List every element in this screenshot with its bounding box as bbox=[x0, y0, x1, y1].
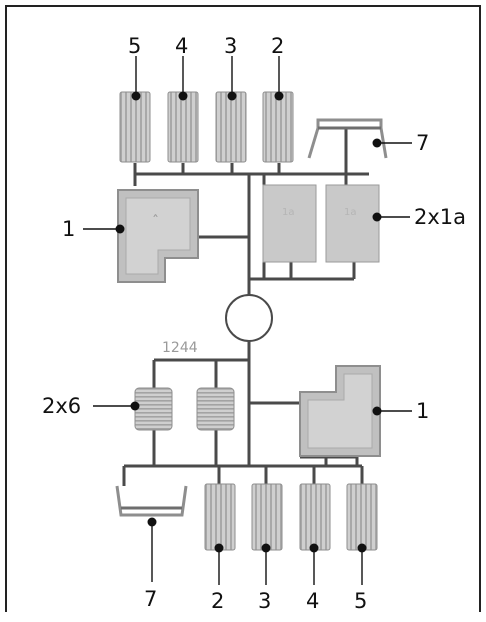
label-top-grill-4: 4 bbox=[175, 34, 188, 58]
svg-text:1a: 1a bbox=[344, 207, 357, 218]
bottom-sprue-runners bbox=[122, 341, 364, 486]
frame bbox=[5, 5, 481, 612]
sprue-hub bbox=[225, 294, 273, 342]
label-top-grill-2: 2 bbox=[271, 34, 284, 58]
label-bottom-large-panel: 1 bbox=[416, 399, 429, 423]
label-bottom-grill-3: 3 bbox=[258, 589, 271, 613]
label-bottom-grill-2: 2 bbox=[211, 589, 224, 613]
grill-part-3 bbox=[215, 91, 247, 163]
label-top-bracket: 7 bbox=[416, 131, 429, 155]
label-coils: 2x6 bbox=[42, 394, 81, 418]
coil-part-b bbox=[196, 387, 235, 431]
top-grill-parts bbox=[119, 91, 294, 163]
bottom-bracket-part bbox=[115, 485, 188, 517]
grill-part-4 bbox=[167, 91, 199, 163]
svg-text:ˆ: ˆ bbox=[152, 214, 159, 230]
svg-text:1a: 1a bbox=[282, 207, 295, 218]
label-small-panels: 2x1a bbox=[414, 205, 466, 229]
label-bottom-grill-5: 5 bbox=[354, 589, 367, 613]
small-panel-b bbox=[325, 184, 380, 263]
label-bottom-grill-4: 4 bbox=[306, 589, 319, 613]
sprue-mark: 1244 bbox=[162, 340, 198, 356]
bottom-large-panel bbox=[299, 365, 381, 457]
grill-part-5 bbox=[119, 91, 151, 163]
top-bracket-part bbox=[307, 118, 388, 159]
grill-part-5 bbox=[346, 483, 378, 551]
label-top-grill-3: 3 bbox=[224, 34, 237, 58]
grill-part-2 bbox=[262, 91, 294, 163]
grill-part-2 bbox=[204, 483, 236, 551]
small-panel-a bbox=[262, 184, 317, 263]
top-sprue-runners bbox=[133, 128, 369, 295]
coil-part-a bbox=[134, 387, 173, 431]
top-large-panel: ˆ bbox=[117, 189, 199, 283]
grill-part-4 bbox=[299, 483, 331, 551]
label-bottom-bracket: 7 bbox=[144, 587, 157, 611]
label-top-grill-5: 5 bbox=[128, 34, 141, 58]
top-small-panels: 1a 1a bbox=[262, 184, 380, 263]
callout-leaders bbox=[83, 56, 412, 585]
callout-labels: 5 4 3 2 7 1 2x1a 2x6 1 7 2 3 4 5 bbox=[42, 34, 466, 613]
bottom-grill-parts bbox=[204, 483, 378, 551]
coil-parts bbox=[134, 387, 235, 431]
label-top-large-panel: 1 bbox=[62, 217, 75, 241]
grill-part-3 bbox=[251, 483, 283, 551]
